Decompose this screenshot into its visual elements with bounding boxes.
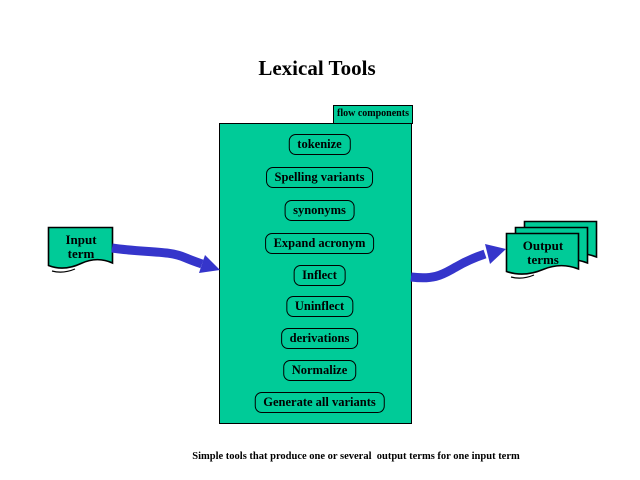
tool-spelling-variants: Spelling variants bbox=[265, 167, 374, 188]
input-term-label: Input term bbox=[65, 232, 97, 261]
caption-text: Simple tools that produce one or several… bbox=[192, 451, 520, 462]
tool-uninflect: Uninflect bbox=[285, 296, 354, 317]
tool-derivations: derivations bbox=[280, 328, 359, 349]
output-terms-label: Output terms bbox=[522, 238, 564, 267]
diagram-title: Lexical Tools bbox=[258, 56, 376, 80]
lexical-tools-box: tokenize Spelling variants synonyms Expa… bbox=[219, 123, 412, 424]
tool-synonyms: synonyms bbox=[284, 200, 355, 221]
document-curl-line bbox=[51, 268, 76, 273]
tool-inflect: Inflect bbox=[293, 265, 346, 286]
document-curl-line bbox=[510, 274, 535, 279]
flow-components-tab: flow components bbox=[333, 105, 413, 124]
tool-normalize: Normalize bbox=[282, 360, 357, 381]
tool-generate-all-variants: Generate all variants bbox=[254, 392, 385, 413]
tool-tokenize: tokenize bbox=[288, 134, 351, 155]
output-arrow-icon bbox=[410, 244, 506, 283]
input-arrow-icon bbox=[111, 243, 220, 273]
tool-expand-acronym: Expand acronym bbox=[264, 233, 375, 254]
